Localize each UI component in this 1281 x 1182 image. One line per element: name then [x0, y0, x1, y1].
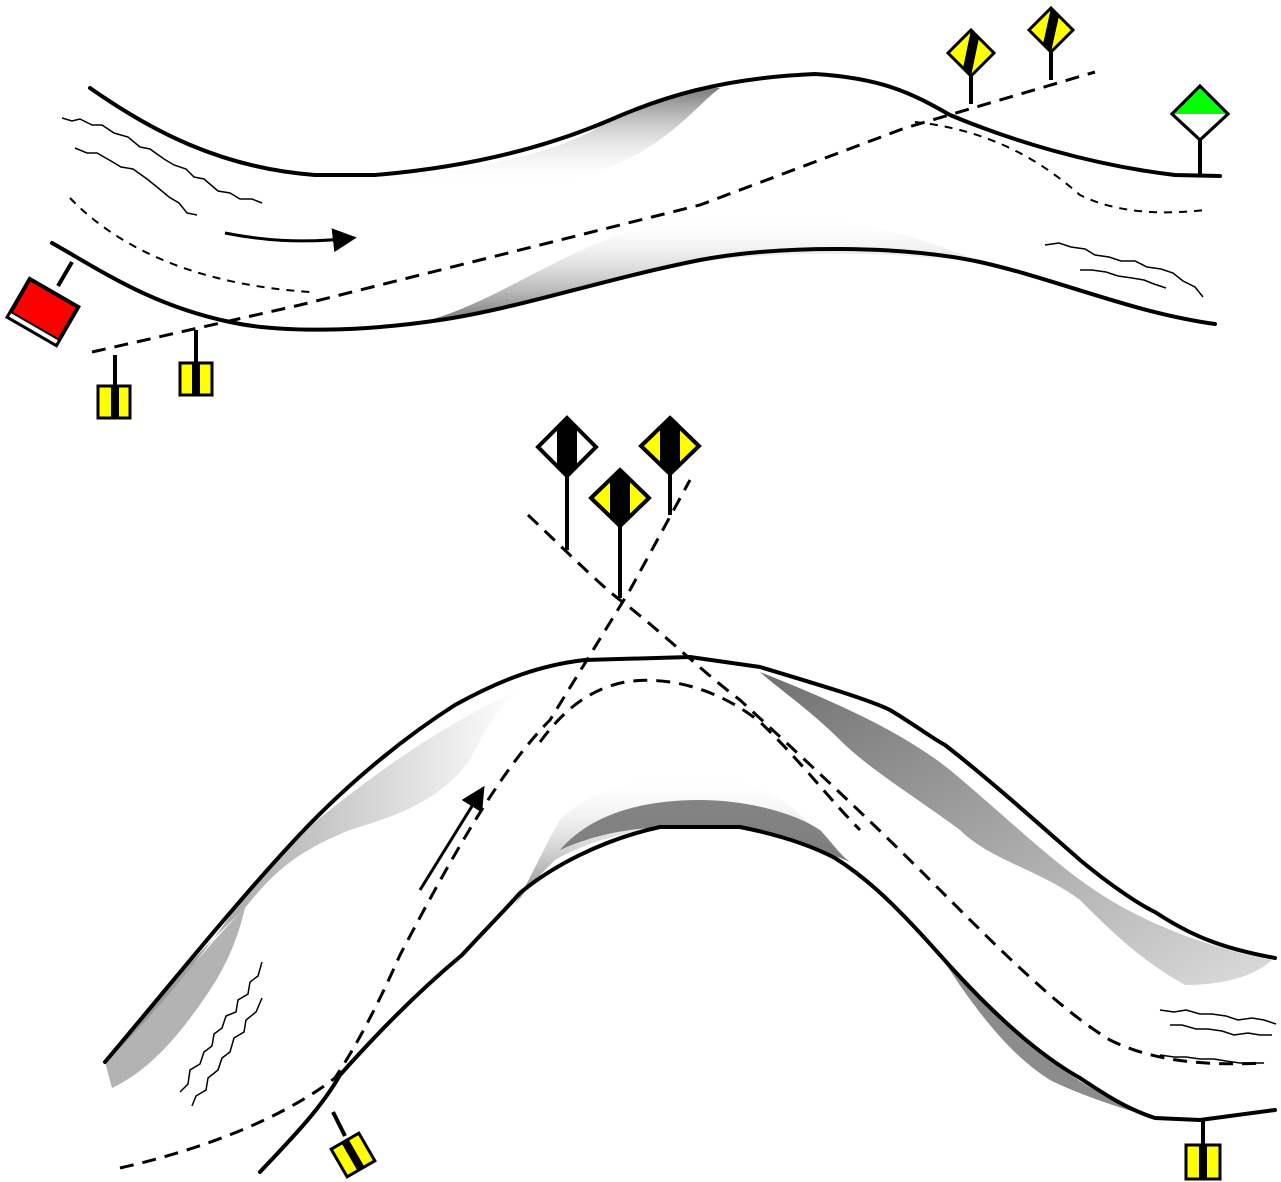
lower-shoal-inner: [515, 775, 850, 905]
green-diamond-sign-icon: [1169, 83, 1231, 176]
upper-current-line-1: [61, 117, 263, 204]
upper-sailing-line: [91, 70, 1096, 354]
lower-current-line-5: [1159, 1054, 1264, 1064]
lower-north-bank: [103, 655, 1277, 1064]
upper-south-bank: [50, 241, 1217, 332]
red-buoy-icon: [5, 260, 81, 348]
lower-shoal-left-lower: [105, 908, 245, 1088]
yellow-diamond-sign-icon: [588, 467, 652, 598]
lower-bend: [103, 415, 1277, 1181]
arrow-up-icon: [418, 785, 485, 891]
yellow-buoy-icon: [1184, 1120, 1222, 1181]
lower-shoal-left: [105, 690, 520, 1062]
upper-bend: [5, 5, 1231, 420]
lower-current-line-1: [179, 961, 263, 1093]
upper-current-line-2: [74, 147, 198, 216]
upper-channel-edge-west: [69, 197, 311, 293]
arrow-right-icon: [224, 228, 357, 253]
lower-sailing-line-1: [119, 479, 692, 1170]
yellow-diamond-sign-icon: [535, 415, 599, 550]
lower-south-bank: [258, 825, 1277, 1174]
upper-shoal-north: [385, 88, 720, 187]
upper-channel-edge-east: [914, 121, 1206, 214]
lower-current-line-3: [1159, 1009, 1277, 1025]
upper-shoal-south: [430, 214, 980, 320]
yellow-buoy-icon: [329, 1111, 377, 1179]
lower-channel-edge: [538, 678, 862, 832]
yellow-diamond-sign-icon: [945, 27, 997, 104]
upper-current-line-4: [1080, 269, 1167, 289]
yellow-diamond-sign-icon: [638, 415, 702, 515]
lower-shoal-inner-edge: [560, 800, 850, 862]
yellow-buoy-icon: [96, 355, 132, 420]
lower-shoal-right: [760, 672, 1272, 985]
yellow-diamond-sign-icon: [1026, 5, 1076, 80]
upper-current-line-3: [1044, 242, 1204, 298]
lower-current-line-4: [1170, 1024, 1272, 1036]
lower-current-line-2: [191, 997, 263, 1107]
yellow-buoy-icon: [178, 330, 214, 397]
lower-sailing-line-2: [526, 513, 1266, 1066]
upper-north-bank: [88, 72, 1222, 178]
lower-shoal-south-right: [942, 958, 1155, 1118]
